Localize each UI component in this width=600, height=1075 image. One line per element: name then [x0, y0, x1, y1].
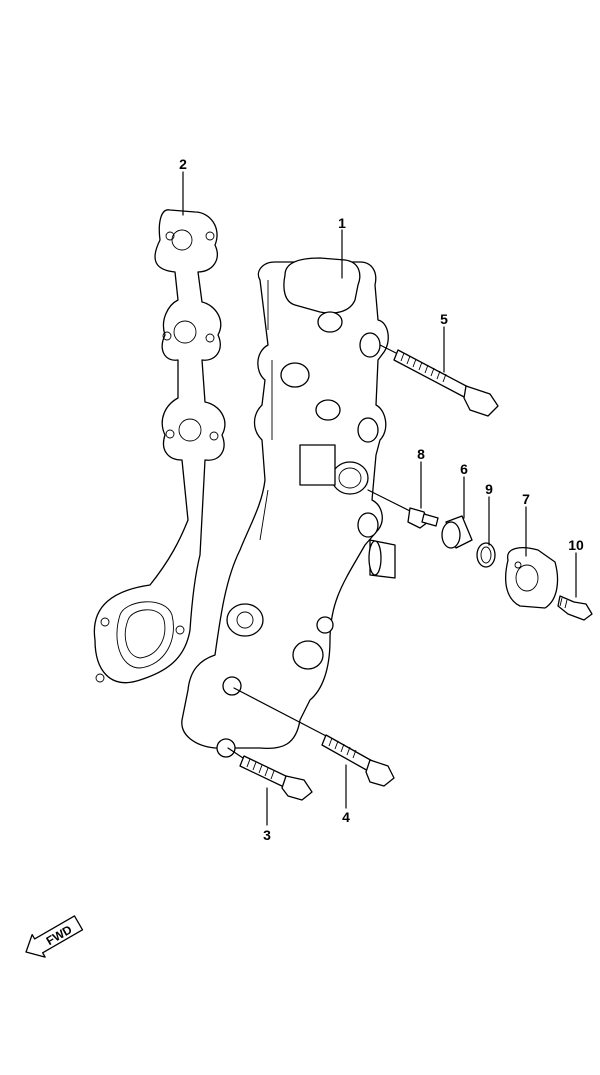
bolt-part-10	[557, 595, 593, 621]
manifold-part-1	[181, 257, 396, 758]
fwd-arrow-icon	[25, 915, 84, 958]
gasket-part-2	[93, 209, 226, 684]
o-ring-part-9	[476, 542, 496, 568]
callout-3: 3	[263, 827, 271, 843]
fwd-arrow: FWD	[25, 915, 84, 958]
callout-8: 8	[417, 446, 425, 462]
callout-7: 7	[522, 491, 530, 507]
spacer-part-6	[441, 515, 473, 549]
callout-labels: 1 2 3 4 5 6 7 8 9 10	[179, 156, 584, 843]
bolt-part-3	[227, 747, 313, 801]
leader-lines	[182, 171, 577, 826]
bolt-part-4	[233, 687, 395, 787]
callout-10: 10	[568, 537, 584, 553]
callout-6: 6	[460, 461, 468, 477]
bolt-part-8	[367, 489, 439, 529]
callout-1: 1	[338, 215, 346, 231]
callout-4: 4	[342, 809, 350, 825]
callout-2: 2	[179, 156, 187, 172]
thermostat-cover-part-7	[505, 547, 559, 609]
bolt-part-5	[379, 344, 499, 417]
callout-9: 9	[485, 481, 493, 497]
callout-5: 5	[440, 311, 448, 327]
